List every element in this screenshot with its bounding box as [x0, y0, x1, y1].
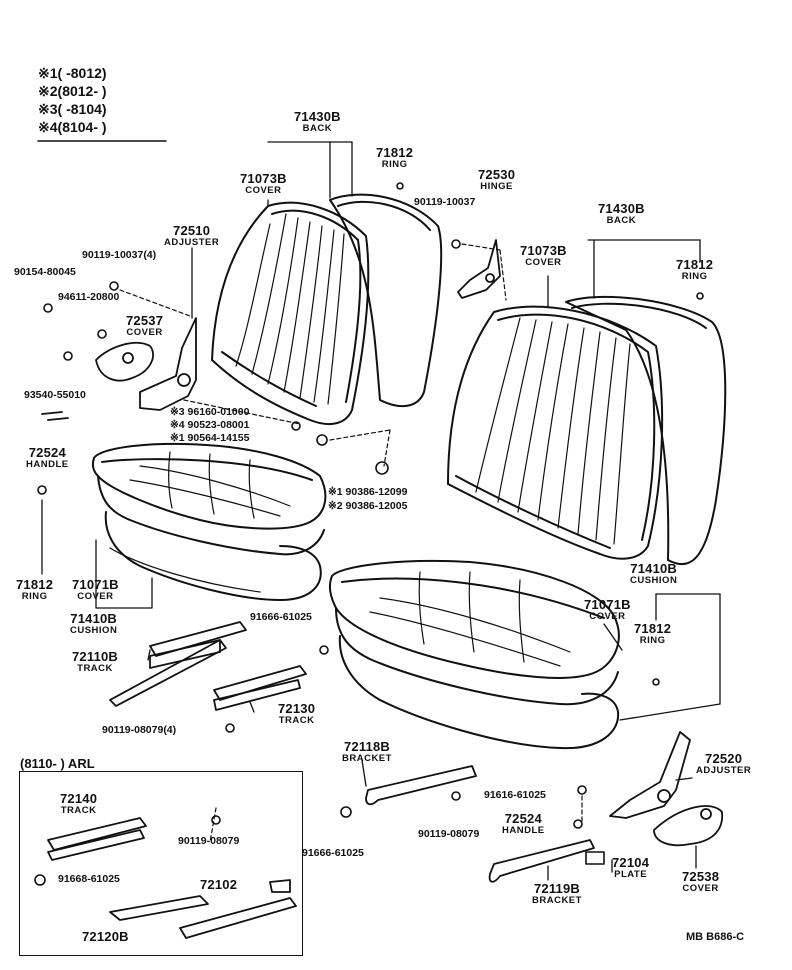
label-part-90564: ※1 90564-14155: [170, 432, 250, 444]
label-part-72120: 72120B: [82, 929, 129, 944]
label-part-72102: 72102: [200, 877, 238, 892]
right-hinge: [457, 239, 501, 299]
label-bolt-61025-box: 91668-61025: [58, 873, 120, 885]
legend-row-3: ※3( -8104): [38, 101, 107, 117]
right-seat-cushion: [328, 559, 620, 750]
label-part-90386-1: ※1 90386-12099: [328, 486, 408, 498]
left-adjuster-mechanism: [41, 317, 197, 421]
right-seat-back: [447, 295, 727, 566]
arl-box-parts: [47, 817, 297, 939]
left-seat-cushion: [91, 442, 327, 601]
label-bolt-61025-low: 91666-61025: [302, 847, 364, 859]
label-washer-20800: 94611-20800: [58, 291, 120, 303]
label-bolt-61025-top: 91666-61025: [250, 611, 312, 623]
right-adjuster-mechanism: [609, 731, 723, 847]
label-bolt-08079-box: 90119-08079: [178, 835, 240, 847]
label-part-90386-2: ※2 90386-12005: [328, 500, 408, 512]
arl-box: [19, 771, 303, 956]
label-part-96160: ※3 96160-01000: [170, 406, 250, 418]
label-screw-80045: 90154-80045: [14, 266, 76, 278]
date-legend: ※1( -8012) ※2(8012- ) ※3( -8104) ※4(8104…: [38, 64, 107, 136]
fasteners: [34, 182, 704, 886]
label-part-90523: ※4 90523-08001: [170, 419, 250, 431]
dashed-leaders: [119, 243, 583, 843]
arl-box-title: (8110- ) ARL: [20, 756, 95, 771]
diagram-code: MB B686-C: [686, 931, 745, 943]
tracks: [109, 621, 595, 883]
label-bolt-08079-4: 90119-08079(4): [102, 724, 177, 736]
label-clip-55010: 93540-55010: [24, 389, 86, 401]
leader-lines: [41, 141, 721, 881]
label-bolt-61025-right: 91616-61025: [484, 789, 546, 801]
label-bolt-hinge: 90119-10037: [414, 196, 476, 208]
left-seat-back: [211, 193, 443, 426]
legend-row-4: ※4(8104- ): [38, 119, 107, 135]
label-bolt-adjuster: 90119-10037(4): [82, 249, 157, 261]
legend-row-2: ※2(8012- ): [38, 83, 107, 99]
label-bolt-08079-low: 90119-08079: [418, 828, 480, 840]
legend-row-1: ※1( -8012): [38, 65, 107, 81]
